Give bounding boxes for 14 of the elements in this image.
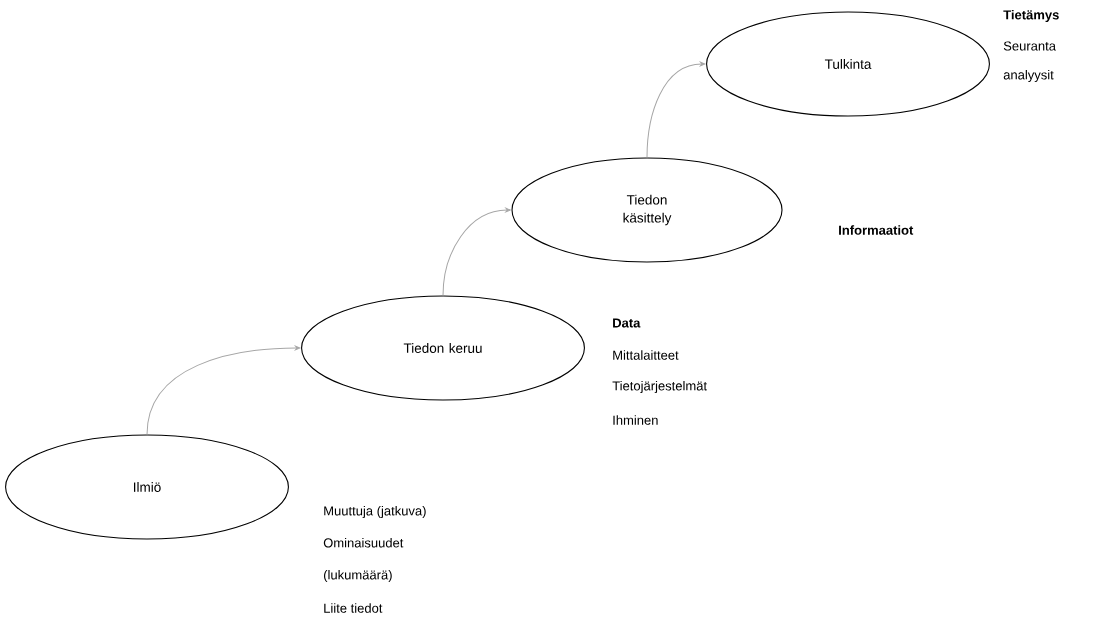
label-text: Tietämys	[1003, 9, 1059, 23]
arrow	[646, 61, 706, 158]
label-text: Muuttuja (jatkuva)	[324, 505, 426, 519]
label-text: Data	[613, 318, 641, 328]
label-text: Tietojärjestelmät	[612, 380, 707, 394]
label-text: Liite tiedot	[324, 603, 383, 613]
label-text: analyysit	[1003, 69, 1054, 83]
label-text: Ihminen	[613, 415, 658, 425]
label-text: Seuranta	[1003, 41, 1056, 51]
label-text: Informaatiot	[839, 225, 914, 235]
arrow	[442, 207, 511, 296]
arrow	[146, 345, 301, 435]
label-text: Ominaisuudet (lukumäärä)	[323, 537, 404, 583]
label-text: Mittalaitteet	[613, 350, 679, 360]
